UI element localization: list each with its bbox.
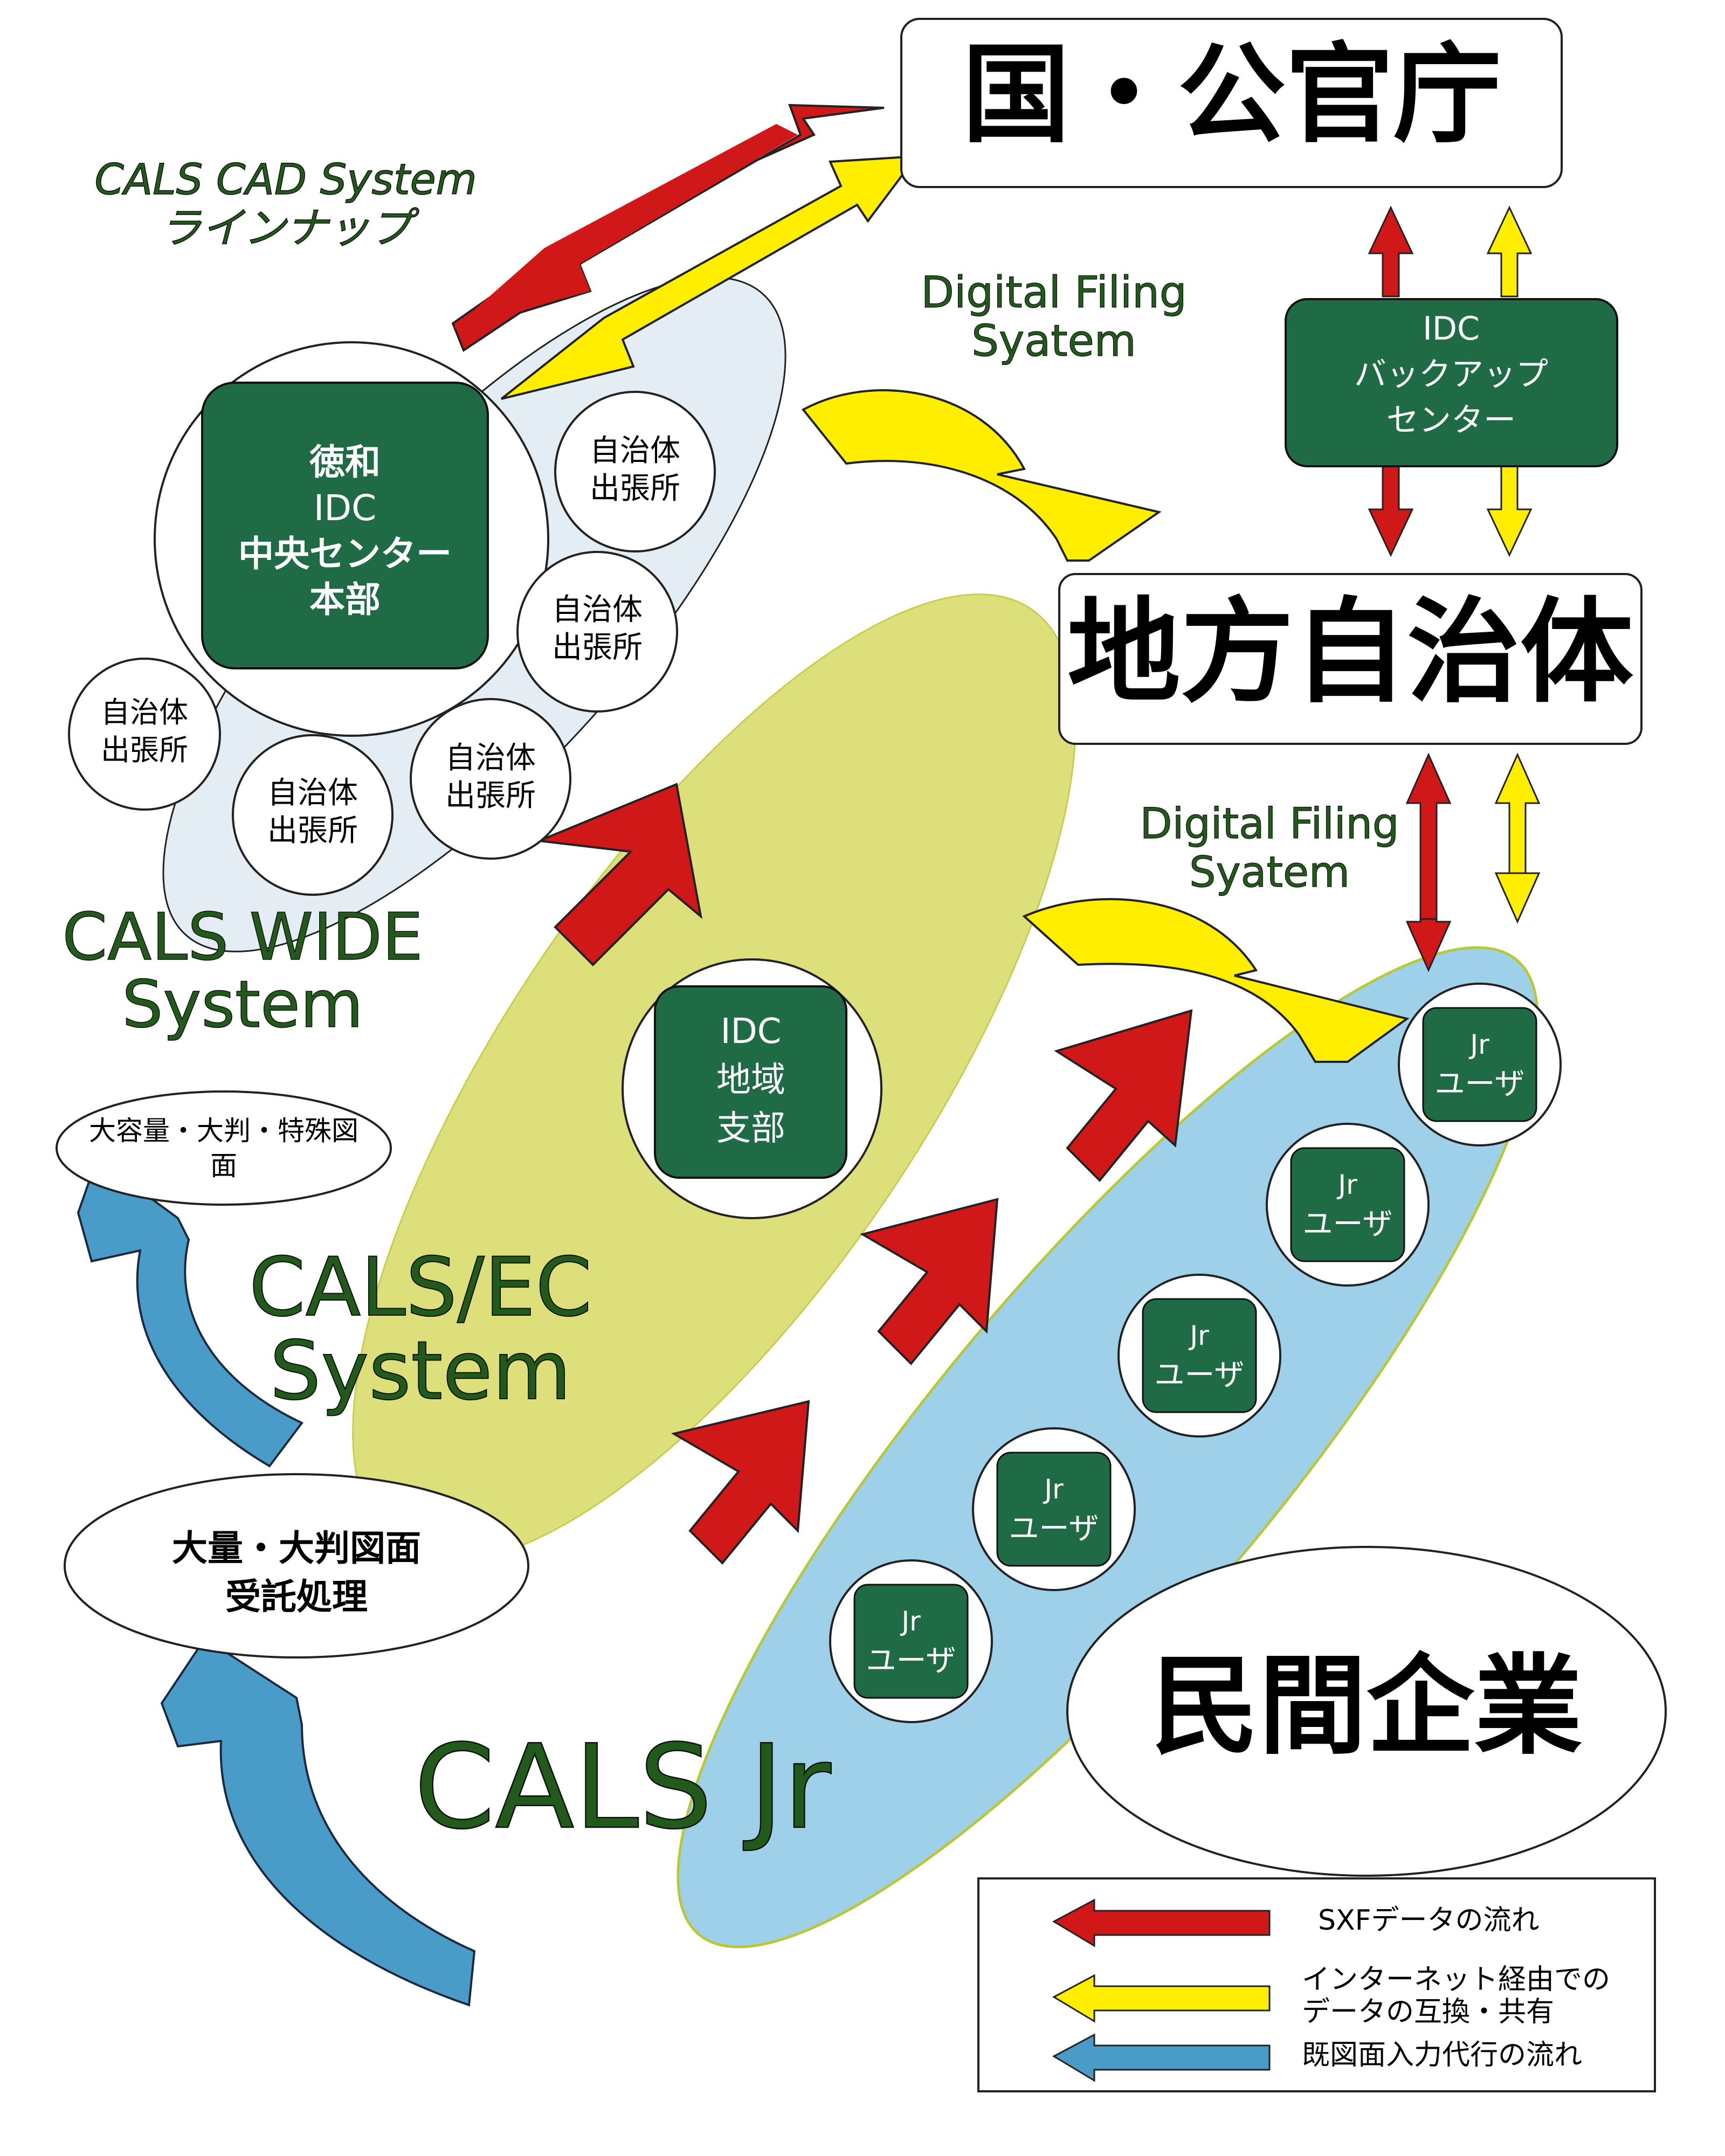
svg-text:Jr: Jr	[1188, 1320, 1209, 1351]
cals-ec-l2: System	[270, 1324, 571, 1418]
red-arrow-icon	[535, 783, 1193, 1565]
kuni-label: 国・公官庁	[962, 32, 1501, 158]
red-arrow-icon	[453, 124, 798, 329]
svg-text:ユーザ: ユーザ	[1009, 1511, 1099, 1546]
jr-user: Jr ユーザ	[972, 1427, 1136, 1591]
svg-text:出張所: 出張所	[590, 471, 680, 506]
chiho-label: 地方自治体	[1067, 586, 1633, 718]
idc-backup-l2: バックアップ	[1354, 356, 1548, 393]
lineup-title: CALS CAD System	[94, 156, 477, 204]
idc-backup-box	[1285, 298, 1618, 467]
chiho-box	[1058, 573, 1643, 745]
yellow-arrow-icon	[500, 155, 919, 400]
dfs2-l1: Digital Filing	[1140, 800, 1399, 848]
idc-backup-l3: センター	[1386, 402, 1516, 439]
minkan-ellipse	[1066, 1546, 1667, 1877]
dfs2-l2: Syatem	[1189, 848, 1350, 897]
jr-user: Jr ユーザ	[829, 1559, 993, 1723]
central-box	[201, 382, 489, 669]
large-format-l1: 大容量・大判・特殊図	[89, 1115, 358, 1146]
large-format-ellipse	[56, 1090, 392, 1206]
svg-text:Jr: Jr	[900, 1606, 921, 1637]
svg-text:出張所: 出張所	[267, 813, 358, 848]
legend-internet-l2: データの互換・共有	[1302, 1996, 1554, 2028]
legend-internet-l1: インターネット経由での	[1302, 1964, 1610, 1996]
legend-yellow-arrow-icon	[1052, 1974, 1271, 2023]
cals-wide-l1: CALS WIDE	[62, 900, 423, 975]
branch-office: 自治体 出張所	[410, 698, 571, 860]
central-l1: 徳和	[309, 441, 381, 483]
central-l4: 本部	[309, 579, 381, 620]
dfs1-l2: Syatem	[971, 316, 1136, 366]
branch-office: 自治体 出張所	[68, 658, 221, 811]
cals-jr-label: CALS Jr	[414, 1719, 831, 1855]
jr-user: Jr ユーザ	[1398, 983, 1562, 1146]
svg-text:自治体: 自治体	[552, 592, 643, 627]
branch-office: 自治体 出張所	[516, 551, 678, 713]
blue-arrow-icon	[77, 1157, 304, 1468]
kuni-box	[900, 18, 1563, 188]
bulk-ellipse	[64, 1473, 529, 1659]
svg-text:ユーザ: ユーザ	[866, 1643, 956, 1678]
branch-office: 自治体 出張所	[554, 391, 716, 552]
large-format-l2: 面	[210, 1150, 237, 1181]
cals-ec-l1: CALS/EC	[249, 1241, 592, 1335]
regional-box	[654, 985, 847, 1179]
blue-arrow-icon	[160, 1637, 476, 2007]
yellow-arrow-icon	[1486, 205, 1541, 924]
yellow-arrow-icon	[1022, 898, 1410, 1063]
svg-text:出張所: 出張所	[552, 630, 643, 665]
svg-text:ユーザ: ユーザ	[1155, 1358, 1245, 1393]
svg-text:自治体: 自治体	[445, 741, 536, 776]
svg-text:出張所: 出張所	[101, 733, 188, 767]
dfs1-l1: Digital Filing	[921, 267, 1186, 317]
idc-backup-l1: IDC	[1423, 310, 1480, 348]
jr-user: Jr ユーザ	[1266, 1123, 1430, 1287]
legend-sxf: SXFデータの流れ	[1318, 1904, 1540, 1937]
svg-text:Jr: Jr	[1336, 1169, 1357, 1200]
svg-text:自治体: 自治体	[590, 433, 680, 468]
svg-text:ユーザ: ユーザ	[1303, 1207, 1393, 1242]
regional-l1: IDC	[721, 1012, 782, 1052]
svg-text:出張所: 出張所	[445, 778, 536, 813]
legend-red-arrow-icon	[1052, 1898, 1271, 1947]
svg-text:Jr: Jr	[1468, 1029, 1489, 1060]
legend-blue-arrow-icon	[1052, 2033, 1271, 2082]
lineup-subtitle: ラインナップ	[160, 204, 419, 253]
bulk-l2: 受託処理	[225, 1576, 368, 1618]
branch-office: 自治体 出張所	[232, 734, 394, 896]
jr-user: Jr ユーザ	[1117, 1274, 1281, 1438]
legend-input: 既図面入力代行の流れ	[1302, 2039, 1582, 2071]
central-l3: 中央センター	[238, 533, 452, 575]
regional-l2: 地域	[716, 1060, 785, 1100]
minkan-label: 民間企業	[1151, 1644, 1582, 1770]
bulk-l1: 大量・大判図面	[172, 1528, 421, 1569]
regional-l3: 支部	[716, 1109, 785, 1149]
svg-text:自治体: 自治体	[101, 695, 188, 729]
svg-text:Jr: Jr	[1043, 1474, 1064, 1505]
svg-text:ユーザ: ユーザ	[1435, 1067, 1525, 1102]
svg-text:自治体: 自治体	[267, 776, 358, 811]
cals-wide-l2: System	[122, 968, 363, 1042]
central-l2: IDC	[314, 487, 376, 529]
yellow-arrow-icon	[801, 389, 1162, 562]
